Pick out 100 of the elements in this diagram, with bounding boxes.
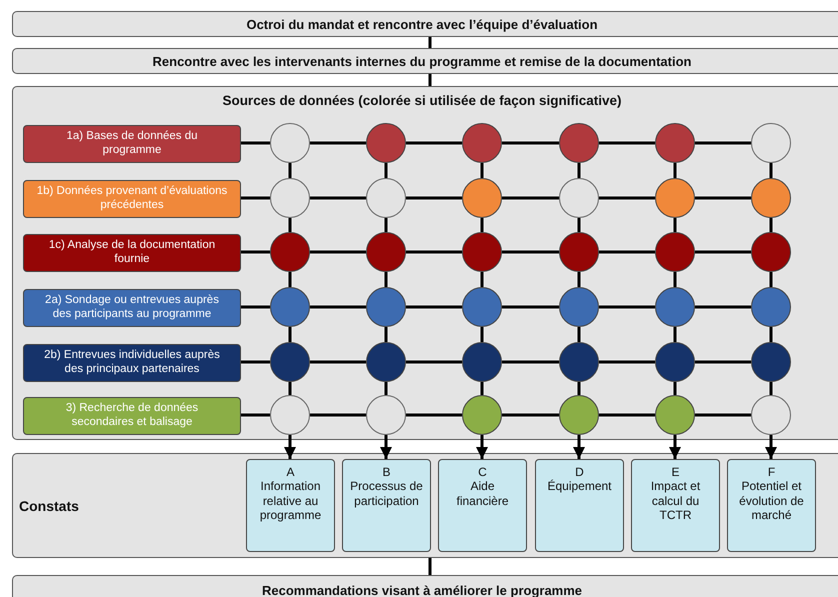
finding-box [438,459,527,552]
panel-title: Constats [19,498,79,514]
finding-label: Information relative au programme [258,479,322,523]
connector-line [288,382,292,395]
finding-label: Équipement [546,479,613,494]
usage-circle [270,232,310,272]
usage-circle [655,123,695,163]
finding-box [246,459,335,552]
usage-circle [270,395,310,435]
connector-line [770,272,772,287]
usage-circle [366,395,406,435]
data-source-box: 2a) Sondage ou entrevues auprès des participants au programme [23,289,241,327]
connector-line [241,250,270,254]
usage-circle [559,178,599,218]
data-source-box: 1b) Données provenant d’évaluations précédentes [23,180,241,218]
finding-label: Aide financière [455,479,510,508]
connector-line [695,250,751,254]
usage-circle [366,123,406,163]
connector-line [241,414,270,416]
finding-label: Potentiel et évolution de marché [738,479,805,523]
usage-circle [559,342,599,382]
connector-line [599,414,655,416]
usage-circle [655,395,695,435]
connector-line [770,382,772,395]
finding-label: Impact et calcul du TCTR [650,479,702,523]
connector-line [384,327,388,342]
arrow [669,435,681,459]
usage-circle [655,287,695,327]
connector-line [310,196,366,200]
connector-line [674,327,676,342]
connector-line [695,196,751,200]
connector-line [695,360,751,364]
usage-circle [462,232,502,272]
connector-line [599,306,655,308]
stage-bar: Rencontre avec les intervenants internes du programme et remise de la documentation [12,48,838,74]
connector-line [502,142,559,144]
connector-line [695,306,751,308]
arrow [573,435,585,459]
connector-line [578,218,580,232]
usage-circle [751,178,791,218]
usage-circle [366,287,406,327]
connector-line [599,142,655,144]
data-source-box: 2b) Entrevues individuelles auprès des principaux partenaires [23,344,241,382]
usage-circle [270,123,310,163]
usage-circle [559,395,599,435]
connector-line [310,250,366,254]
usage-circle [462,395,502,435]
usage-circle [462,287,502,327]
connector-line [578,382,580,395]
finding-letter: E [670,465,680,480]
connector-line [384,382,388,395]
connector-line [384,272,388,287]
stage-bar: Octroi du mandat et rencontre avec l’équipe d’évaluation [12,11,838,37]
connector-line [406,250,462,254]
connector-line [599,196,655,200]
usage-circle [270,178,310,218]
connector-line [599,250,655,254]
connector-line [428,74,432,86]
usage-circle [655,232,695,272]
connector-line [310,414,366,416]
arrow [476,435,488,459]
arrow [765,435,777,459]
connector-line [288,327,292,342]
finding-box [727,459,816,552]
connector-line [674,218,676,232]
usage-circle [655,178,695,218]
usage-circle [655,342,695,382]
data-source-box: 1c) Analyse de la documentation fournie [23,234,241,272]
finding-letter: A [285,465,296,480]
connector-line [480,218,484,232]
connector-line [674,272,676,287]
usage-circle [366,232,406,272]
connector-line [480,272,484,287]
connector-line [480,163,484,178]
usage-circle [366,342,406,382]
connector-line [770,163,772,178]
data-source-box: 1a) Bases de données du programme [23,125,241,163]
connector-line [406,142,462,144]
connector-line [406,414,462,416]
connector-line [241,196,270,200]
finding-box [535,459,624,552]
connector-line [502,414,559,416]
connector-line [578,327,580,342]
connector-line [599,360,655,364]
connector-line [480,382,484,395]
finding-box [631,459,720,552]
connector-line [241,306,270,308]
connector-line [770,218,772,232]
usage-circle [270,287,310,327]
finding-letter: F [766,465,776,480]
panel-background [12,86,838,440]
usage-circle [462,342,502,382]
finding-letter: B [381,465,392,480]
connector-line [310,306,366,308]
connector-line [288,272,292,287]
connector-line [428,558,432,575]
connector-line [502,306,559,308]
usage-circle [751,287,791,327]
connector-line [695,142,751,144]
arrow [284,435,296,459]
